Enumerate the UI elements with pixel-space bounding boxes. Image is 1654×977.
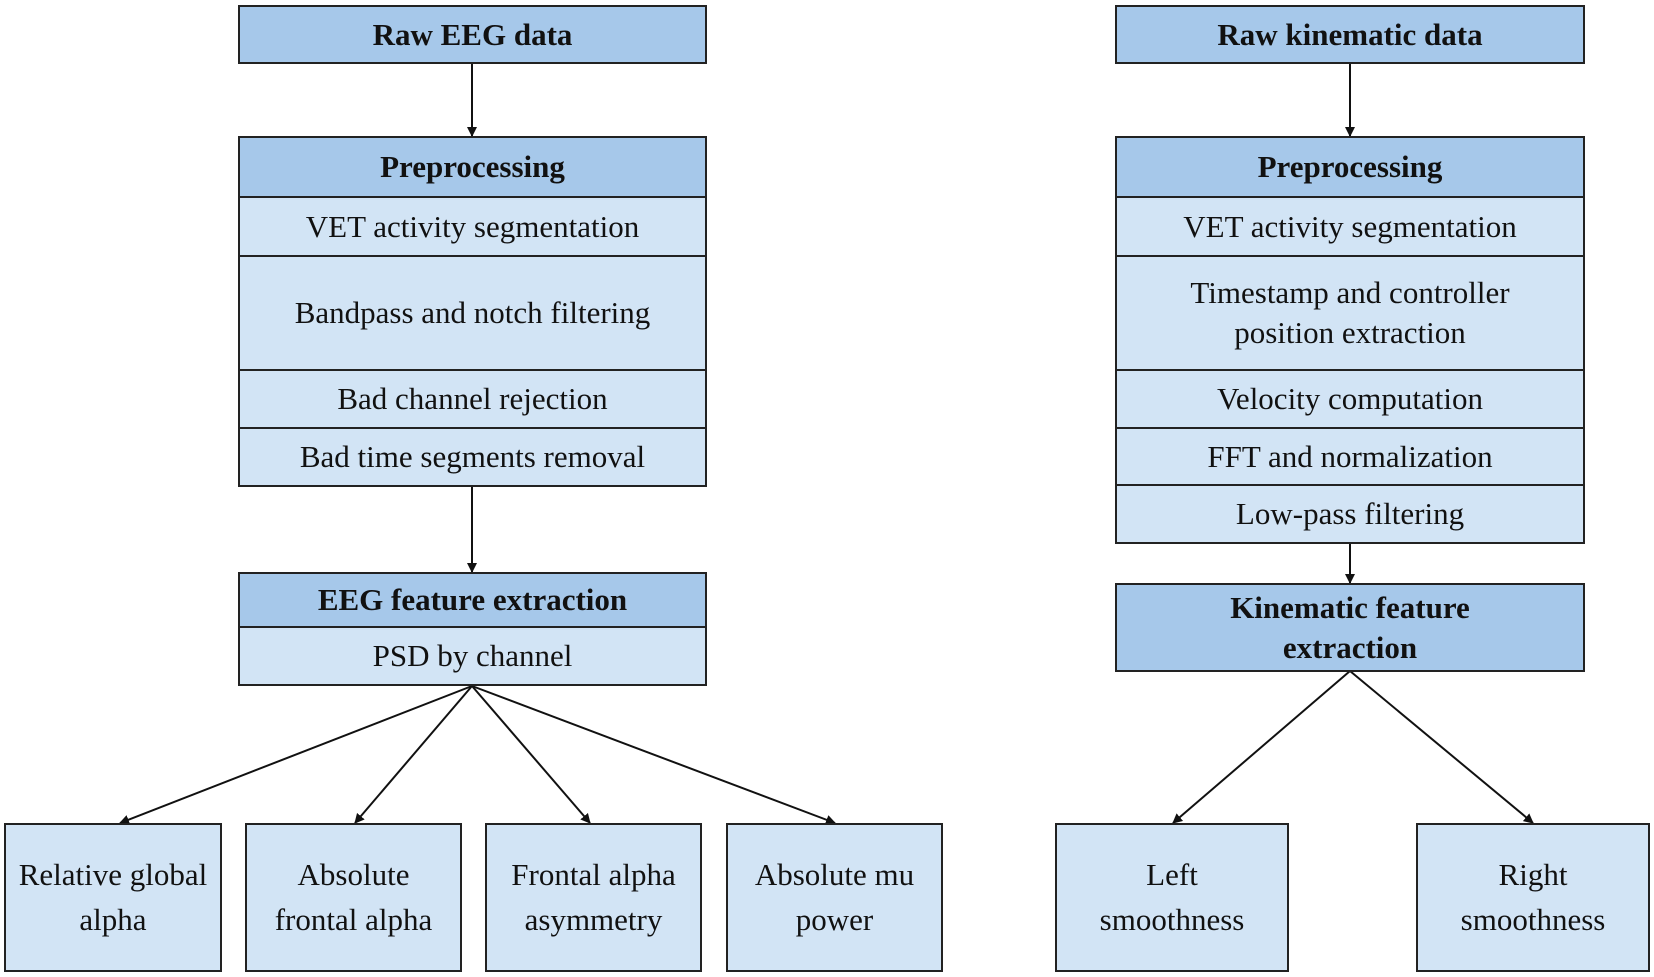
arrow-psd-to-absolute-frontal-alpha [354,685,473,824]
kin-step-timestamp-position: Timestamp and controller position extrac… [1115,255,1585,371]
feature-absolute-frontal-alpha: Absolute frontal alpha [245,823,462,972]
raw-eeg-data-box: Raw EEG data [238,5,707,64]
arrow-kin-to-left-smoothness [1172,670,1351,824]
arrow-psd-to-absolute-mu-power [471,685,836,825]
feature-right-smoothness: Right smoothness [1416,823,1650,972]
feature-frontal-alpha-asymmetry: Frontal alpha asymmetry [485,823,702,972]
eeg-step-bad-time-segments: Bad time segments removal [238,427,707,487]
kinematic-feature-extraction-header: Kinematic feature extraction [1115,583,1585,672]
kin-step-low-pass-filtering: Low-pass filtering [1115,484,1585,544]
kinematic-preprocessing-header: Preprocessing [1115,136,1585,198]
kin-step-velocity-computation: Velocity computation [1115,369,1585,429]
eeg-step-bandpass-notch: Bandpass and notch filtering [238,255,707,371]
arrow-psd-to-relative-global-alpha [119,685,473,825]
eeg-step-bad-channel-rejection: Bad channel rejection [238,369,707,429]
arrow-kin-to-right-smoothness [1349,670,1534,824]
eeg-preprocessing-header: Preprocessing [238,136,707,198]
raw-kinematic-data-box: Raw kinematic data [1115,5,1585,64]
feature-left-smoothness: Left smoothness [1055,823,1289,972]
eeg-feature-extraction-header: EEG feature extraction [238,572,707,628]
eeg-step-vet-segmentation: VET activity segmentation [238,196,707,257]
feature-relative-global-alpha: Relative global alpha [4,823,222,972]
eeg-psd-by-channel: PSD by channel [238,626,707,686]
arrow-psd-to-frontal-alpha-asymmetry [471,685,591,824]
kin-step-fft-normalization: FFT and normalization [1115,427,1585,486]
kin-step-vet-segmentation: VET activity segmentation [1115,196,1585,257]
feature-absolute-mu-power: Absolute mu power [726,823,943,972]
